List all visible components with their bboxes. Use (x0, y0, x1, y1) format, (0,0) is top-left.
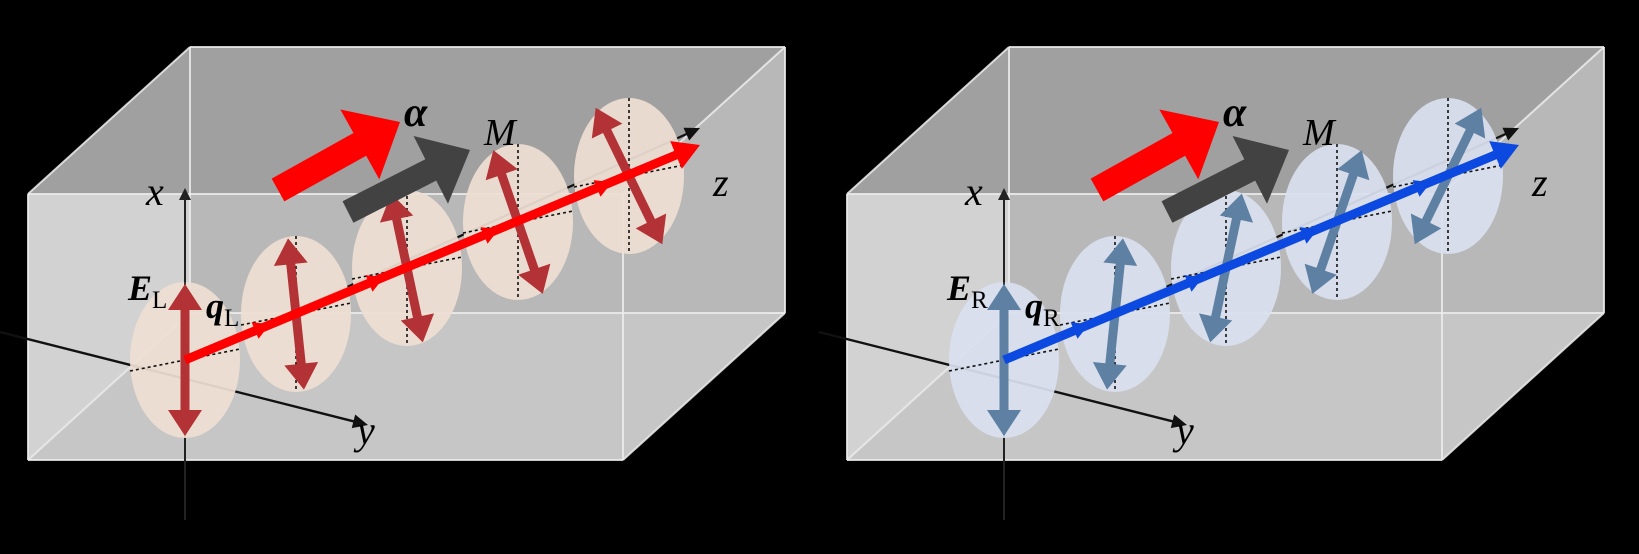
beam-direction-chevron (593, 180, 612, 197)
magnetization-arrow (1161, 136, 1289, 223)
wavevector-subscript: L (224, 305, 239, 332)
axis-x-label: x (145, 169, 164, 214)
alpha-arrow (1090, 109, 1219, 202)
wavevector-label: qR (1025, 286, 1060, 332)
magnetization-label: M (1302, 112, 1337, 154)
beam-direction-chevron (1299, 227, 1318, 244)
beam-direction-chevron (251, 322, 270, 339)
alpha-arrow (271, 109, 400, 202)
light-beam-arrow (1002, 141, 1519, 365)
magnetization-arrow (342, 136, 470, 223)
light-beam-group (1002, 141, 1519, 365)
axis-x-arrowhead (179, 188, 191, 210)
axis-x-label: x (964, 169, 983, 214)
box-edge (622, 312, 786, 461)
axis-y-label: y (353, 408, 375, 453)
wavevector-subscript: R (1043, 305, 1060, 332)
axis-y-label: y (1172, 408, 1194, 453)
beam-direction-chevron (1412, 180, 1431, 197)
box-edge (846, 46, 1010, 195)
electric-field-subscript: R (971, 287, 988, 314)
beam-direction-chevron (365, 275, 384, 292)
axis-z-label: z (1531, 160, 1548, 205)
box-edge (27, 46, 191, 195)
alpha-label: α (404, 90, 428, 136)
axis-z-label: z (712, 160, 729, 205)
light-beam-arrow (183, 141, 700, 365)
electric-field-subscript: L (152, 287, 167, 314)
beam-direction-chevron (480, 227, 499, 244)
beam-direction-chevron (1070, 322, 1089, 339)
light-beam-group (183, 141, 700, 365)
beam-direction-chevron (1184, 275, 1203, 292)
axis-x-arrowhead (998, 188, 1010, 210)
magnetization-label: M (483, 112, 518, 154)
box-edge (1441, 312, 1605, 461)
alpha-label: α (1223, 90, 1247, 136)
